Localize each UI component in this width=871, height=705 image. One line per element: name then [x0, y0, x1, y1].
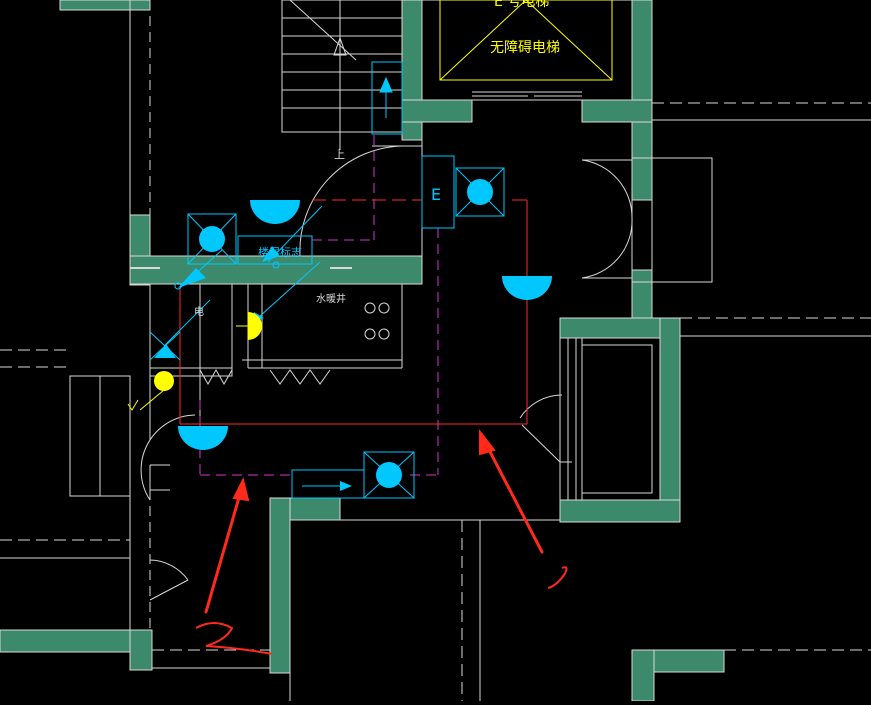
wall-bottom-left-vert [129, 629, 153, 671]
electric-room-label: 电 [194, 305, 204, 318]
red-loop [179, 199, 528, 425]
wall-right-upper [631, 269, 653, 321]
walls [0, 0, 725, 702]
elevator-top-label: E 号电梯 [494, 0, 549, 10]
fan-icon-top-right [467, 179, 493, 205]
wall-bottom-right-vert [631, 649, 655, 702]
annotation-arrow-1 [479, 429, 544, 554]
water-shaft-label: 水暖井 [316, 292, 346, 305]
cyan-solid-shapes [154, 179, 552, 491]
small-markers [174, 261, 280, 290]
annotation-mark-2 [195, 622, 273, 655]
wall-right-bottom [559, 499, 681, 523]
wall-elevator-bottom-left [401, 99, 473, 123]
ceiling-lamp-icon-right [502, 276, 552, 300]
floor-label-text: 楼层标志 [258, 245, 302, 259]
fan-icon-bottom [376, 462, 402, 488]
wall-right-vertical [659, 317, 681, 523]
wall-elevator-bottom-right [581, 99, 653, 123]
ceiling-lamp-icon-upper [250, 200, 300, 224]
wall-bottom-center-vertical [269, 497, 291, 674]
annotation-mark-1 [547, 566, 568, 589]
ceiling-lamp-icon-left [178, 426, 228, 450]
elevator-symbol [439, 0, 613, 81]
wall-top-left [59, 0, 151, 11]
fan-icon-left [199, 226, 225, 252]
wall-corridor-horizontal [129, 255, 423, 285]
annotation-arrow-2 [204, 477, 250, 614]
yellow-devices [127, 312, 262, 411]
equipment-e-label: E [431, 185, 441, 204]
stair-up-label: 上 [334, 148, 345, 161]
alarm-icon [154, 371, 174, 391]
elevator-accessible-label: 无障碍电梯 [490, 40, 560, 56]
switch-icon [248, 312, 262, 340]
wall-bottom-left [0, 629, 153, 653]
